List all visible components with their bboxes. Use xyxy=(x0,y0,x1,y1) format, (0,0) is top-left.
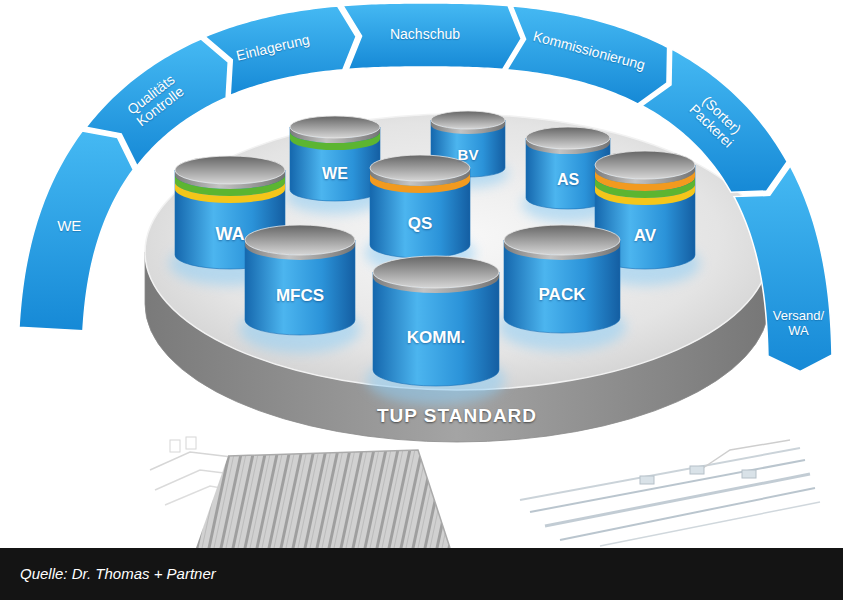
node-label: MFCS xyxy=(245,287,355,306)
node-label: Nachschub xyxy=(390,27,460,42)
process-arrow: Einlagerung xyxy=(203,4,358,97)
node-label: Versand/ WA xyxy=(768,309,828,338)
module-cylinder: QS xyxy=(370,155,470,258)
cylinder-cap xyxy=(373,256,499,288)
node-label: KOMM. xyxy=(373,329,499,348)
cylinder-cap xyxy=(245,225,355,255)
conveyor-line xyxy=(530,460,805,512)
cylinder-shape xyxy=(245,225,355,335)
node-label: WE xyxy=(290,166,380,184)
process-arrow: Qualitäts Kontrolle xyxy=(84,37,230,168)
cylinder-cap xyxy=(526,127,610,149)
node-label: AS xyxy=(526,172,610,190)
module-cylinder: MFCS xyxy=(245,225,355,335)
arrow-segment xyxy=(86,39,228,166)
process-arrow: Nachschub xyxy=(341,1,523,71)
cylinder-cap xyxy=(595,151,695,179)
node-label: WA xyxy=(175,225,285,245)
process-arrow: Kommissionierung xyxy=(505,4,670,106)
module-cylinder: WE xyxy=(290,116,380,201)
cylinder-cap xyxy=(290,116,380,138)
conveyor-line xyxy=(520,448,800,500)
conveyor-line xyxy=(700,440,790,470)
cylinder-cap xyxy=(431,111,505,129)
rack-edge xyxy=(228,450,450,548)
arrow-segment-shape xyxy=(732,164,834,373)
arrow-segment xyxy=(343,3,521,69)
node-label: PACK xyxy=(504,286,620,305)
conveyor-line xyxy=(545,474,810,526)
cylinder-body xyxy=(373,272,499,386)
conveyor-box xyxy=(690,466,704,474)
arrow-segment xyxy=(205,6,356,95)
process-arrow: (Sorter) Packerei xyxy=(640,47,789,194)
process-arrow: Versand/ WA xyxy=(732,164,834,373)
node-label: TUP STANDARD xyxy=(145,406,769,427)
arrow-segment xyxy=(507,6,668,104)
shelf-outline xyxy=(186,437,196,449)
cylinder-shape xyxy=(290,116,380,201)
cylinder-cap xyxy=(175,156,285,184)
cylinder-band xyxy=(175,182,285,203)
platform-disk: TUP STANDARD WE BV AS QS WA AV MFCS PACK KOMM. xyxy=(145,114,769,442)
cylinder-shape xyxy=(370,155,470,258)
cylinder-shape xyxy=(373,256,499,386)
warehouse-illustration xyxy=(150,437,820,548)
caption: Quelle: Dr. Thomas + Partner xyxy=(20,548,216,600)
node-label: WE xyxy=(57,218,81,235)
conveyor-line xyxy=(560,488,815,540)
conveyor-line xyxy=(600,502,820,546)
cylinder-body xyxy=(370,168,470,258)
platform-top xyxy=(145,114,769,390)
node-label: BV xyxy=(431,146,505,163)
module-cylinder: PACK xyxy=(504,225,620,333)
conveyor-box xyxy=(640,476,654,484)
node-label: QS xyxy=(370,215,470,234)
rack-block xyxy=(196,450,450,548)
module-cylinder: KOMM. xyxy=(373,256,499,386)
shelf-outline xyxy=(170,440,180,452)
cylinder-cap xyxy=(370,155,470,181)
process-arrow: WE xyxy=(17,129,135,333)
arrow-segment xyxy=(19,131,133,331)
caption-bar xyxy=(0,548,843,600)
cylinder-band xyxy=(595,184,695,205)
conveyor-box xyxy=(742,470,756,478)
cylinder-cap xyxy=(504,225,620,255)
cylinder-shape xyxy=(504,225,620,333)
node-label: AV xyxy=(595,226,695,245)
